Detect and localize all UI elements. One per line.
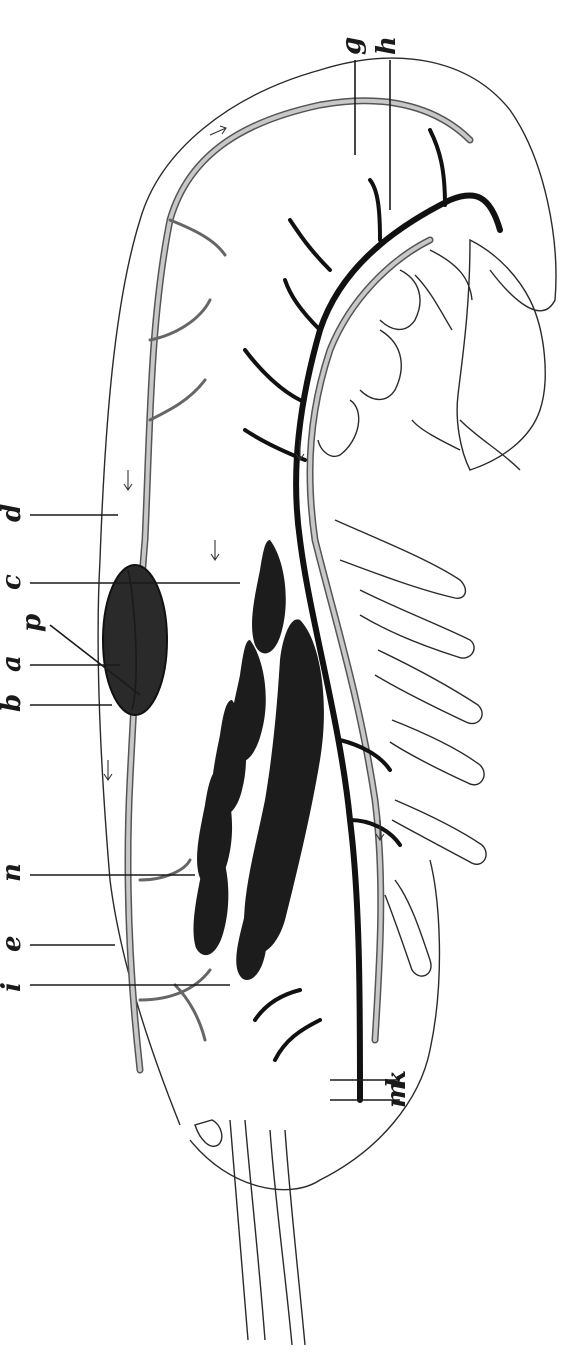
label-g: g (337, 37, 367, 55)
label-i: i (0, 982, 27, 992)
gills (193, 540, 323, 980)
antennae (195, 1120, 305, 1345)
label-b: b (0, 694, 27, 712)
label-p: p (17, 614, 47, 632)
label-n: n (0, 863, 27, 882)
label-h: h (372, 36, 402, 55)
label-d: d (0, 504, 27, 522)
tail-segments (412, 240, 545, 470)
label-a: a (0, 655, 27, 672)
label-c: c (0, 574, 27, 590)
label-e: e (0, 935, 27, 952)
label-m: m (382, 1080, 412, 1108)
